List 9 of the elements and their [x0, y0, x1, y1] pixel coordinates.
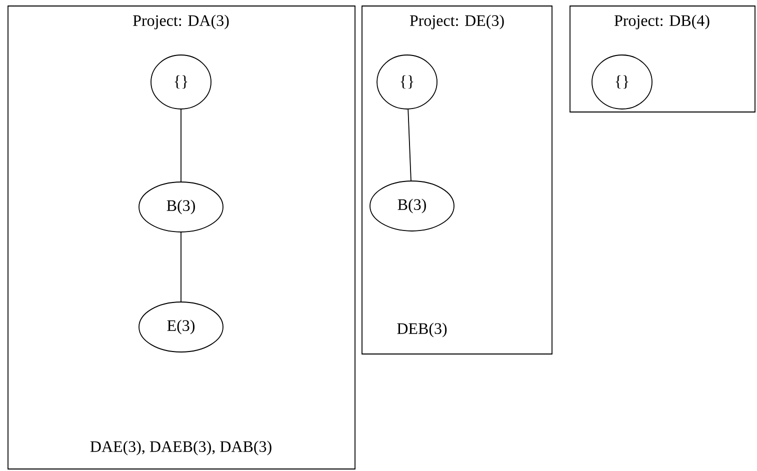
ellipse-node: {}	[376, 54, 438, 110]
ellipse-node: {}	[592, 54, 652, 110]
ellipse-node: B(3)	[138, 182, 224, 232]
connector-line	[408, 108, 412, 181]
ellipse-node: {}	[150, 54, 212, 110]
ellipse-node: E(3)	[138, 302, 224, 352]
connector-line	[180, 109, 182, 182]
connector-line	[180, 232, 182, 302]
ellipse-node: B(3)	[370, 180, 454, 232]
